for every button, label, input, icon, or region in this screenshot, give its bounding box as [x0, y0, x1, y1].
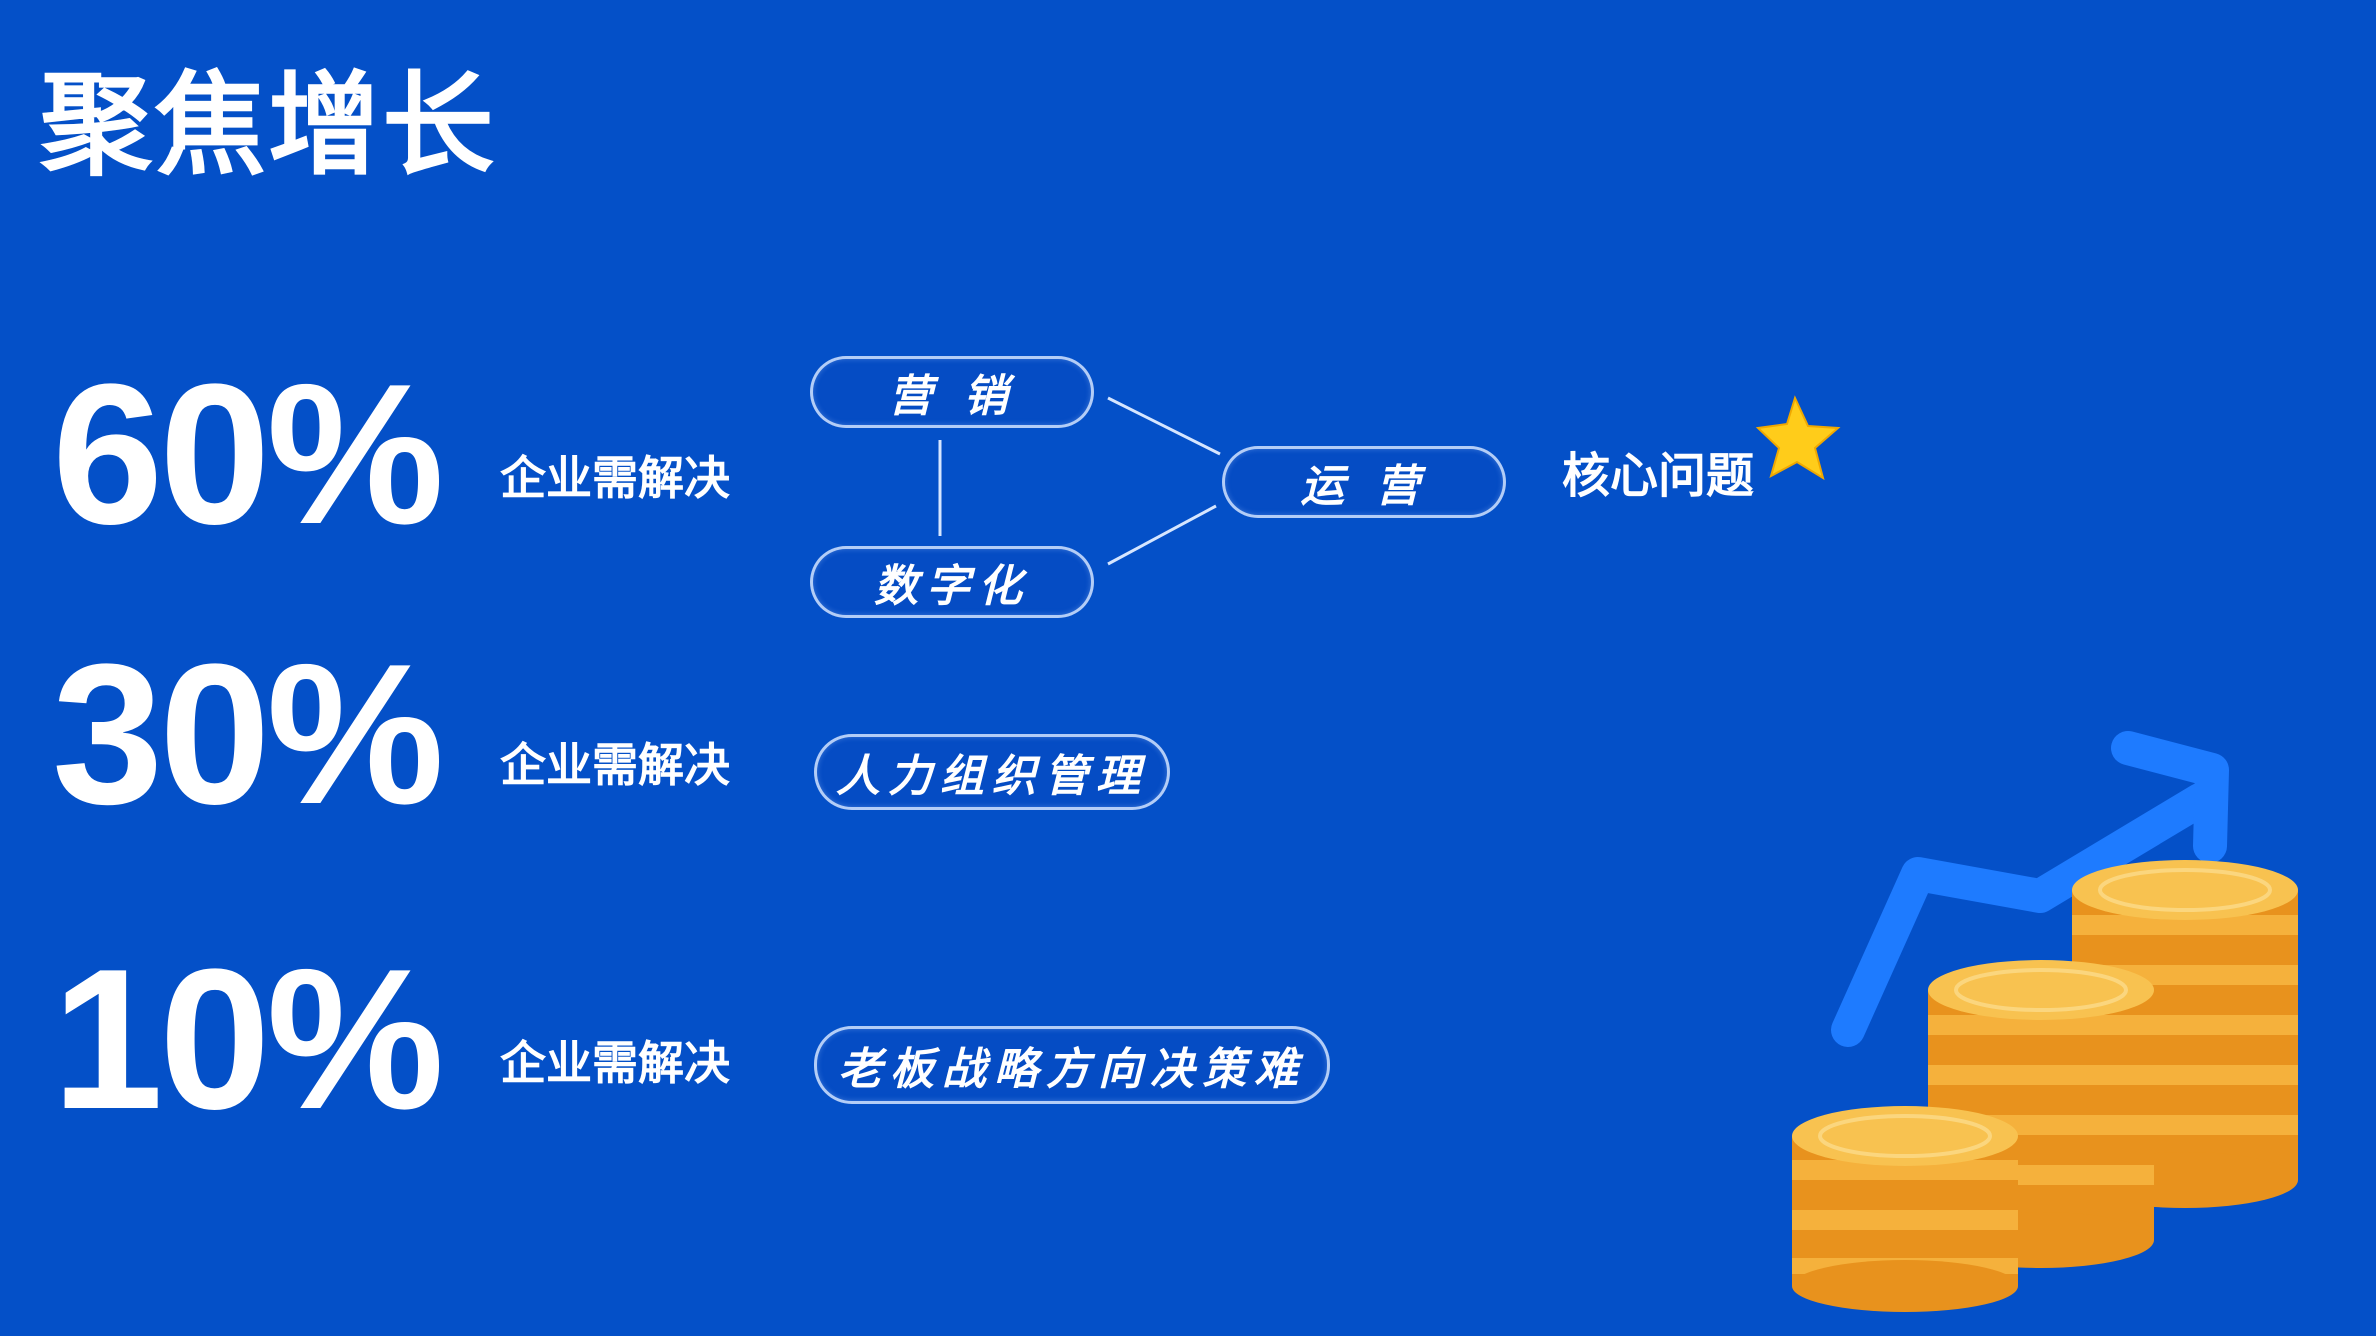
star-icon [1755, 395, 1841, 481]
row-1-label: 企业需解决 [500, 451, 730, 505]
pill-marketing: 营 销 [810, 356, 1094, 428]
percent-30: 30% [52, 623, 444, 846]
coin-stack-growth-icon [1792, 860, 2298, 1312]
diagram-connectors [938, 396, 1221, 566]
page-title: 聚焦增长 [40, 61, 496, 191]
pill-digitalization: 数字化 [810, 546, 1094, 618]
percent-10: 10% [52, 928, 444, 1151]
connector-marketing-operation [1107, 396, 1221, 456]
pill-hr-organization: 人力组织管理 [814, 734, 1170, 810]
connector-digital-operation [1107, 504, 1217, 566]
pill-boss-strategy: 老板战略方向决策难 [814, 1026, 1330, 1104]
percent-60: 60% [52, 343, 444, 566]
pill-operation: 运 营 [1222, 446, 1506, 518]
row-3-label: 企业需解决 [500, 1036, 730, 1090]
growth-arrow-icon [1831, 731, 2229, 1047]
core-issue-label: 核心问题 [1562, 448, 1755, 504]
row-2-label: 企业需解决 [500, 738, 730, 792]
